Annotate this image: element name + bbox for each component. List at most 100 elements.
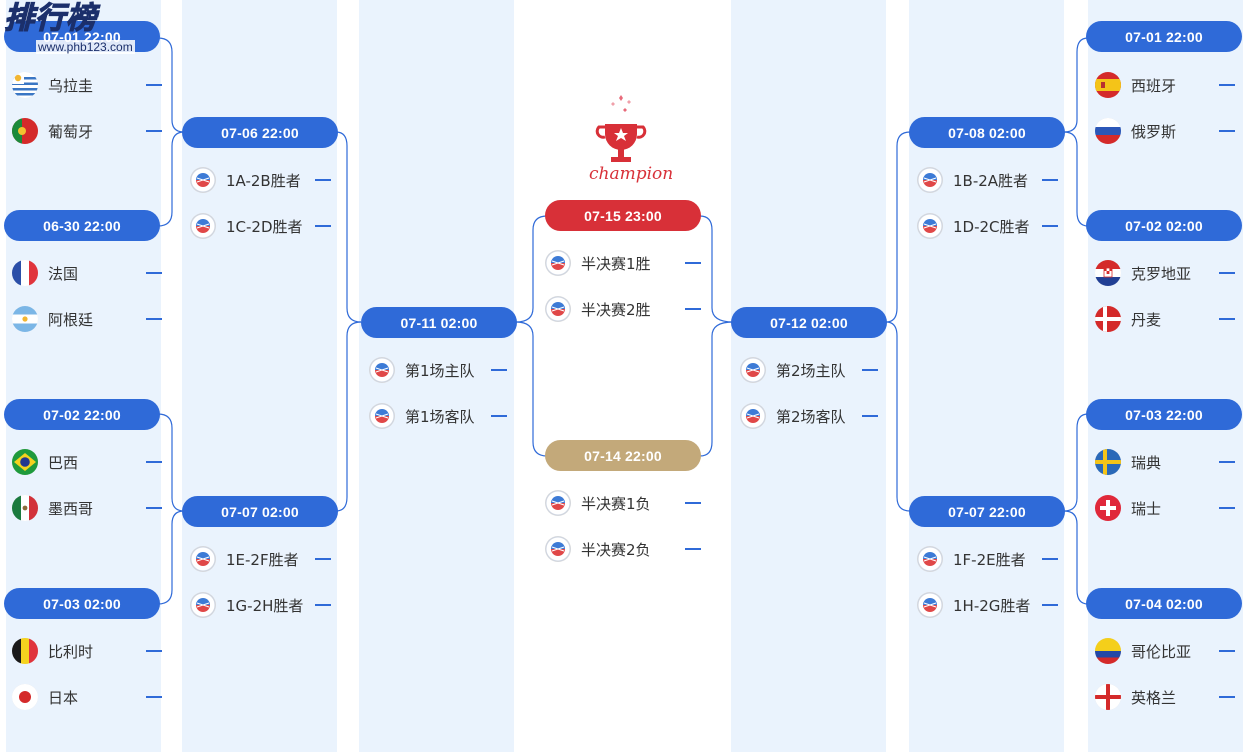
team-row[interactable]: 俄罗斯 xyxy=(1095,116,1235,146)
match-time-header[interactable]: 06-30 22:00 xyxy=(4,210,160,241)
score-placeholder xyxy=(862,369,878,371)
score-placeholder xyxy=(685,262,701,264)
uruguay-flag-icon xyxy=(12,72,38,98)
team-name: 丹麦 xyxy=(1131,310,1162,329)
watermark-title: 排行榜 xyxy=(3,1,97,36)
team-row[interactable]: 半决赛1负 xyxy=(545,488,701,518)
team-row[interactable]: 丹麦 xyxy=(1095,304,1235,334)
team-name: 日本 xyxy=(48,688,79,707)
match-time-header[interactable]: 07-08 02:00 xyxy=(909,117,1065,148)
team-row[interactable]: 英格兰 xyxy=(1095,682,1235,712)
score-placeholder xyxy=(1219,318,1235,320)
score-placeholder xyxy=(1042,179,1058,181)
score-placeholder xyxy=(146,318,162,320)
team-name: 西班牙 xyxy=(1131,76,1177,95)
brazil-flag-icon xyxy=(12,449,38,475)
team-row[interactable]: 克罗地亚 xyxy=(1095,258,1235,288)
team-row[interactable]: 葡萄牙 xyxy=(12,116,162,146)
match-time-header[interactable]: 07-01 22:00 xyxy=(1086,21,1242,52)
team-name: 墨西哥 xyxy=(48,499,94,518)
score-placeholder xyxy=(315,225,331,227)
team-row[interactable]: 1H-2G胜者 xyxy=(917,590,1058,620)
team-name: 1G-2H胜者 xyxy=(226,596,304,615)
score-placeholder xyxy=(491,369,507,371)
team-row[interactable]: 1F-2E胜者 xyxy=(917,544,1058,574)
team-row[interactable]: 半决赛2负 xyxy=(545,534,701,564)
team-row[interactable]: 哥伦比亚 xyxy=(1095,636,1235,666)
sweden-flag-icon xyxy=(1095,449,1121,475)
team-name: 英格兰 xyxy=(1131,688,1177,707)
match-time-header[interactable]: 07-03 02:00 xyxy=(4,588,160,619)
team-name: 半决赛2负 xyxy=(581,540,651,559)
score-placeholder xyxy=(146,696,162,698)
team-row[interactable]: 法国 xyxy=(12,258,162,288)
team-row[interactable]: 半决赛1胜 xyxy=(545,248,701,278)
match-time-header[interactable]: 07-04 02:00 xyxy=(1086,588,1242,619)
final-time-header[interactable]: 07-15 23:00 xyxy=(545,200,701,231)
team-name: 1C-2D胜者 xyxy=(226,217,303,236)
team-row[interactable]: 1A-2B胜者 xyxy=(190,165,331,195)
team-row[interactable]: 瑞士 xyxy=(1095,493,1235,523)
team-row[interactable]: 阿根廷 xyxy=(12,304,162,334)
team-row[interactable]: 1C-2D胜者 xyxy=(190,211,331,241)
match-time-header[interactable]: 07-12 02:00 xyxy=(731,307,887,338)
match-time-header[interactable]: 07-02 02:00 xyxy=(1086,210,1242,241)
football-icon xyxy=(545,250,571,276)
match-time-header[interactable]: 07-07 22:00 xyxy=(909,496,1065,527)
match-time-header[interactable]: 07-11 02:00 xyxy=(361,307,517,338)
team-row[interactable]: 1D-2C胜者 xyxy=(917,211,1058,241)
football-icon xyxy=(740,357,766,383)
team-row[interactable]: 第2场客队 xyxy=(740,401,878,431)
score-placeholder xyxy=(146,650,162,652)
score-placeholder xyxy=(315,558,331,560)
match-time-header[interactable]: 07-02 22:00 xyxy=(4,399,160,430)
team-row[interactable]: 乌拉圭 xyxy=(12,70,162,100)
football-icon xyxy=(369,403,395,429)
team-row[interactable]: 瑞典 xyxy=(1095,447,1235,477)
team-row[interactable]: 巴西 xyxy=(12,447,162,477)
team-name: 第2场主队 xyxy=(776,361,846,380)
score-placeholder xyxy=(146,272,162,274)
champion-label: champion xyxy=(589,164,674,184)
team-name: 哥伦比亚 xyxy=(1131,642,1192,661)
football-icon xyxy=(545,296,571,322)
score-placeholder xyxy=(1042,604,1058,606)
score-placeholder xyxy=(1219,650,1235,652)
team-row[interactable]: 半决赛2胜 xyxy=(545,294,701,324)
football-icon xyxy=(190,592,216,618)
score-placeholder xyxy=(1219,461,1235,463)
team-name: 1A-2B胜者 xyxy=(226,171,301,190)
mexico-flag-icon xyxy=(12,495,38,521)
score-placeholder xyxy=(315,604,331,606)
team-row[interactable]: 日本 xyxy=(12,682,162,712)
match-time-header[interactable]: 07-07 02:00 xyxy=(182,496,338,527)
team-row[interactable]: 1G-2H胜者 xyxy=(190,590,331,620)
football-icon xyxy=(917,213,943,239)
score-placeholder xyxy=(146,461,162,463)
team-row[interactable]: 1E-2F胜者 xyxy=(190,544,331,574)
team-row[interactable]: 1B-2A胜者 xyxy=(917,165,1058,195)
team-row[interactable]: 第1场主队 xyxy=(369,355,507,385)
football-icon xyxy=(369,357,395,383)
portugal-flag-icon xyxy=(12,118,38,144)
football-icon xyxy=(190,213,216,239)
team-name: 葡萄牙 xyxy=(48,122,94,141)
team-row[interactable]: 第1场客队 xyxy=(369,401,507,431)
team-row[interactable]: 比利时 xyxy=(12,636,162,666)
football-icon xyxy=(545,490,571,516)
team-name: 克罗地亚 xyxy=(1131,264,1192,283)
watermark-url: www.phb123.com xyxy=(36,40,135,54)
team-name: 1F-2E胜者 xyxy=(953,550,1026,569)
score-placeholder xyxy=(685,502,701,504)
team-row[interactable]: 墨西哥 xyxy=(12,493,162,523)
site-watermark: 排行榜 www.phb123.com xyxy=(3,1,135,55)
score-placeholder xyxy=(315,179,331,181)
team-row[interactable]: 第2场主队 xyxy=(740,355,878,385)
croatia-flag-icon xyxy=(1095,260,1121,286)
team-name: 半决赛1负 xyxy=(581,494,651,513)
match-time-header[interactable]: 07-03 22:00 xyxy=(1086,399,1242,430)
third-place-time-header[interactable]: 07-14 22:00 xyxy=(545,440,701,471)
football-icon xyxy=(740,403,766,429)
team-row[interactable]: 西班牙 xyxy=(1095,70,1235,100)
match-time-header[interactable]: 07-06 22:00 xyxy=(182,117,338,148)
